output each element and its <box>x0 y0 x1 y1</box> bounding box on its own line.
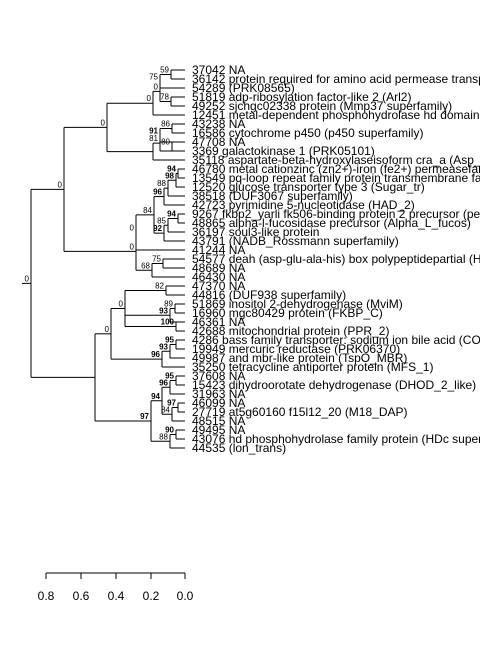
support-value: 94 <box>151 392 160 401</box>
leaf-label: 51869 inositol 2-dehydrogenase (MviM) <box>192 297 403 311</box>
support-value: 93 <box>159 342 168 351</box>
support-value: 0 <box>105 325 110 334</box>
support-value: 97 <box>167 399 176 408</box>
support-value: 80 <box>161 138 170 147</box>
leaf-label: 13549 pq-loop repeat family protein tran… <box>192 171 480 185</box>
leaf-label: 46780 metal cationzinc (zn2+)-iron (fe2+… <box>192 162 480 176</box>
support-value: 90 <box>165 426 174 435</box>
support-value: 0 <box>119 300 124 309</box>
support-value: 0 <box>147 94 152 103</box>
support-value: 94 <box>167 165 176 174</box>
support-value: 75 <box>149 72 158 81</box>
leaf-label: 43076 hd phosphohydrolase family protein… <box>192 432 480 446</box>
support-value: 81 <box>149 134 158 143</box>
axis-tick-label: 0.6 <box>73 589 90 603</box>
leaf-label: 47370 NA <box>192 279 245 293</box>
leaf-label: 46430 NA <box>192 270 245 284</box>
leaf-label: 4286 bass family transporter: sodium ion… <box>192 333 480 347</box>
support-value: 0 <box>130 242 135 251</box>
support-value: 88 <box>159 432 168 441</box>
leaf-label: 31963 NA <box>192 387 245 401</box>
leaf-label: 16586 cytochrome p450 (p450 superfamily) <box>192 126 423 140</box>
support-labels: 5975780086918081094988896948592840756800… <box>25 66 177 442</box>
leaf-label: 48689 NA <box>192 261 245 275</box>
support-value: 0 <box>25 274 30 283</box>
support-value: 100 <box>161 318 175 327</box>
support-value: 91 <box>149 126 158 135</box>
support-value: 95 <box>165 336 174 345</box>
support-value: 96 <box>151 350 160 359</box>
leaf-label: 42688 mitochondrial protein (PPR_2) <box>192 324 389 338</box>
support-value: 75 <box>152 255 161 264</box>
support-value: 0 <box>154 82 159 91</box>
leaf-label: 54577 deah (asp-glu-ala-his) box polypep… <box>192 252 480 266</box>
leaf-label: 46361 NA <box>192 315 245 329</box>
leaf-label: 12451 metal-dependent phosphohydrolase h… <box>192 108 480 122</box>
leaf-label: 41244 NA <box>192 243 245 257</box>
support-value: 98 <box>165 171 174 180</box>
axis-tick-label: 0.8 <box>38 589 55 603</box>
support-value: 0 <box>58 180 63 189</box>
leaf-label: 54289 (PRK08565) <box>192 81 295 95</box>
leaf-label: 42723 pyrimidine 5-nucleotidase (HAD_2) <box>192 198 415 212</box>
leaf-label: 19949 mercuric reductase (PRK06370) <box>192 342 400 356</box>
leaf-label: 38518 (DUF3067 superfamily) <box>192 189 353 203</box>
support-value: 84 <box>143 206 152 215</box>
support-value: 68 <box>141 261 150 270</box>
support-value: 0 <box>130 223 135 232</box>
leaf-label: 27719 at5g60160 f15l12_20 (M18_DAP) <box>192 405 408 419</box>
leaf-label: 46099 NA <box>192 396 245 410</box>
support-value: 97 <box>140 412 149 421</box>
leaf-label: 47708 NA <box>192 135 245 149</box>
support-value: 94 <box>167 210 176 219</box>
support-value: 59 <box>160 66 169 75</box>
leaf-label: 9267 fkbp2_yarli fk506-binding protein 2… <box>192 207 480 221</box>
leaf-label: 15423 dihydroorotate dehydrogenase (DHOD… <box>192 378 476 392</box>
support-value: 85 <box>157 216 166 225</box>
support-value: 0 <box>101 118 106 127</box>
support-value: 96 <box>159 378 168 387</box>
leaf-label: 49987 and mbr-like protein (TspO_MBR) <box>192 351 407 365</box>
support-value: 86 <box>161 120 170 129</box>
support-value: 78 <box>160 93 169 102</box>
leaf-label: 37608 NA <box>192 369 245 383</box>
axis-tick-label: 0.4 <box>108 589 125 603</box>
support-value: 84 <box>161 405 170 414</box>
leaf-label: 43238 NA <box>192 117 245 131</box>
axis-tick-label: 0.2 <box>143 589 160 603</box>
leaf-label: 16960 mgc80429 protein (FKBP_C) <box>192 306 383 320</box>
axis-tick-label: 0.0 <box>177 589 194 603</box>
support-value: 89 <box>164 300 173 309</box>
leaf-label: 43791 (NADB_Rossmann superfamily) <box>192 234 399 248</box>
leaf-label: 3369 galactokinase 1 (PRK05101) <box>192 144 375 158</box>
support-value: 92 <box>153 224 162 233</box>
leaf-label: 36197 soul3-like protein <box>192 225 319 239</box>
leaf-label: 35118 aspartate-beta-hydroxylaseisoform … <box>192 153 480 167</box>
leaf-label: 48515 NA <box>192 414 245 428</box>
leaf-label: 36142 protein required for amino acid pe… <box>192 72 480 86</box>
leaf-label: 51819 adp-ribosylation factor-like 2 (Ar… <box>192 90 411 104</box>
leaf-label: 37042 NA <box>192 63 245 77</box>
scale-axis: 0.8 0.6 0.4 0.2 0.0 <box>38 572 194 603</box>
support-value: 96 <box>153 188 162 197</box>
tree-branches <box>22 69 185 449</box>
leaf-label: 44816 (DUF938 superfamily) <box>192 288 346 302</box>
leaf-label: 35250 tetracycline antiporter protein (M… <box>192 360 433 374</box>
support-value: 82 <box>155 282 164 291</box>
support-value: 95 <box>165 372 174 381</box>
leaf-label: 49252 sjchgc02338 protein (Mmp37 superfa… <box>192 99 452 113</box>
support-value: 88 <box>157 179 166 188</box>
leaf-label: 44535 (lon_trans) <box>192 441 286 455</box>
support-value: 93 <box>159 306 168 315</box>
leaf-label: 49495 NA <box>192 423 245 437</box>
leaf-label: 48865 alpha-l-fucosidase precursor (Alph… <box>192 216 471 230</box>
leaf-label: 12520 glucose transporter type 3 (Sugar_… <box>192 180 425 194</box>
